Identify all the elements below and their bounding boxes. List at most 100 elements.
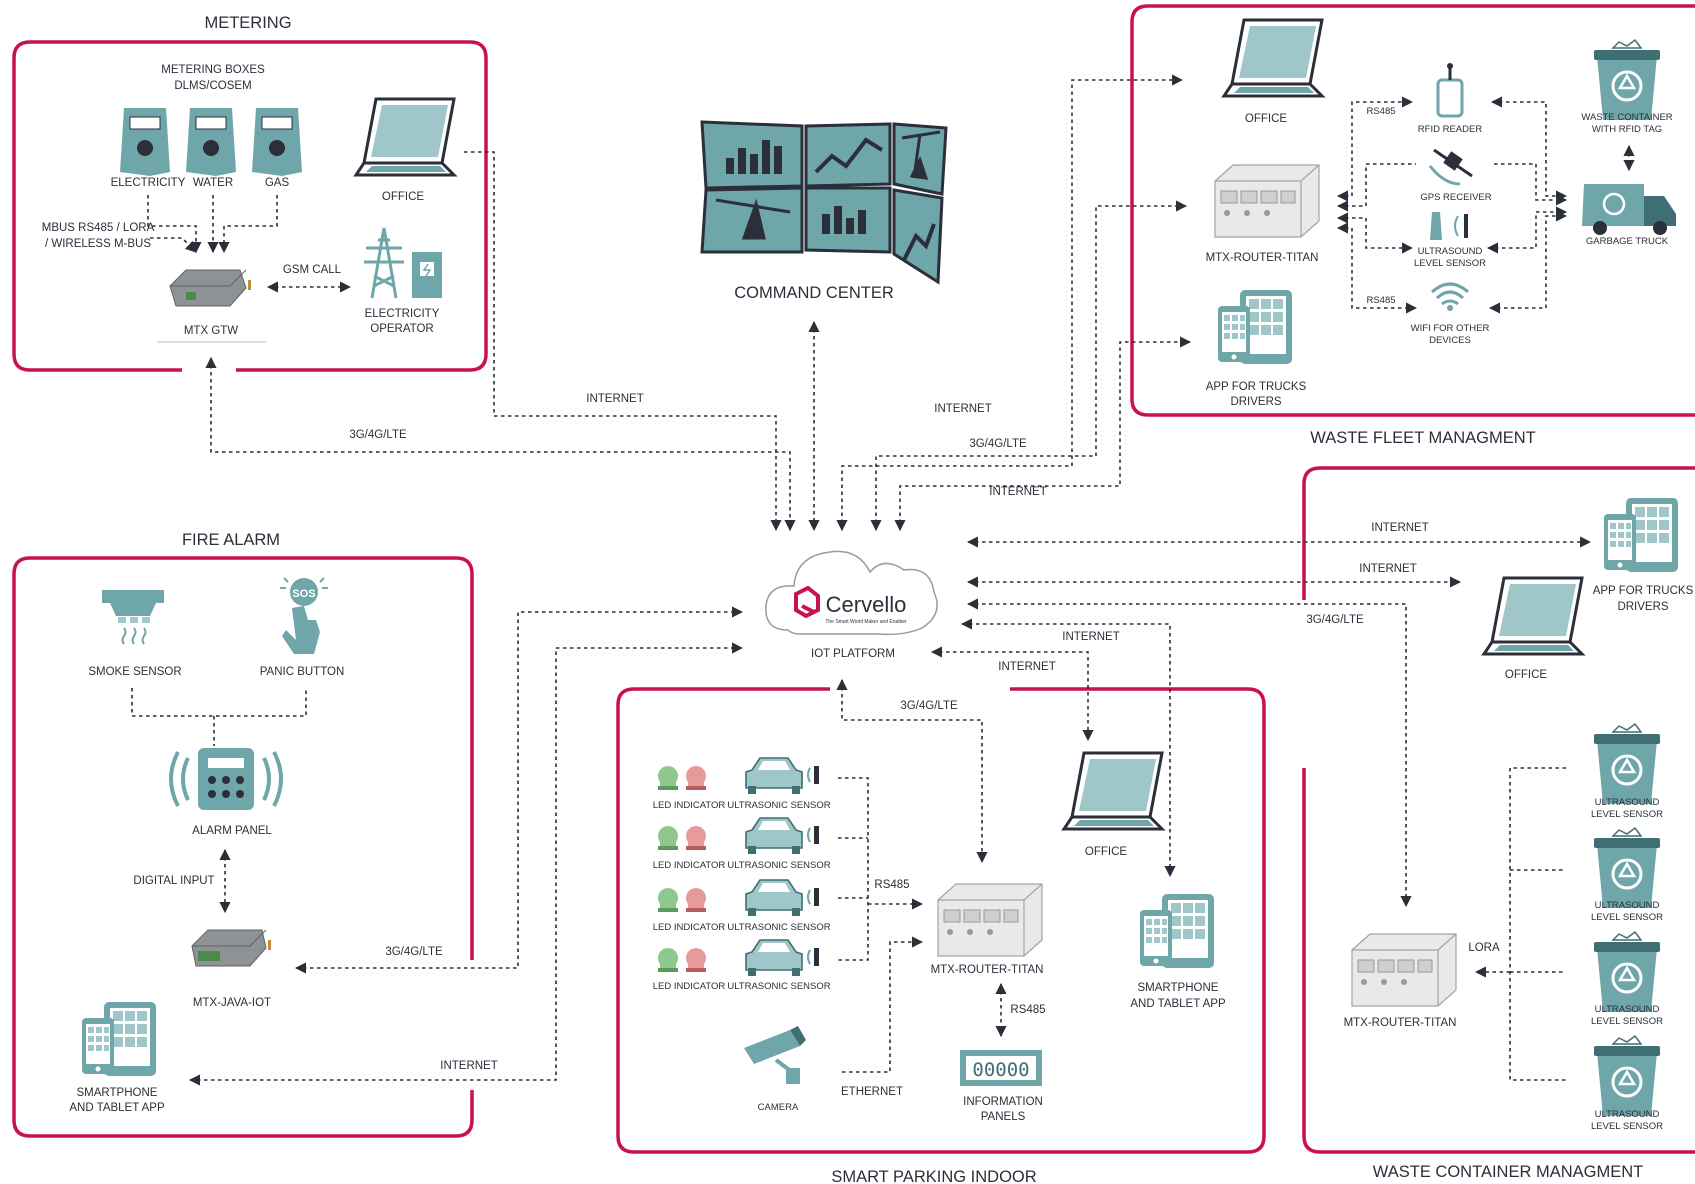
wifi-label-2: DEVICES bbox=[1429, 335, 1471, 346]
section-title-command-center: COMMAND CENTER bbox=[734, 284, 894, 302]
fleet-ultrasound-label-1: ULTRASOUND bbox=[1418, 246, 1483, 257]
parking-sensors-rs485-connector bbox=[838, 777, 922, 961]
fire-alarm-app-label-2: AND TABLET APP bbox=[69, 1102, 165, 1114]
electricity-meter-icon bbox=[120, 108, 170, 176]
information-panel-icon bbox=[960, 1050, 1042, 1086]
ethernet-label: ETHERNET bbox=[841, 1086, 903, 1098]
parking-router-cellular-label: 3G/4G/LTE bbox=[900, 700, 958, 712]
container-office-laptop-icon bbox=[1482, 576, 1584, 656]
fleet-rs485-top-label: RS485 bbox=[1366, 106, 1395, 117]
parking-app-internet-label: INTERNET bbox=[1062, 631, 1120, 643]
ultrasonic-car-icon bbox=[745, 879, 820, 917]
waste-container-rfid-bin-icon bbox=[1592, 38, 1662, 122]
ethernet-connector bbox=[842, 936, 924, 1073]
section-title-fire-alarm: FIRE ALARM bbox=[182, 531, 280, 549]
parking-row-1: LED INDICATOR ULTRASONIC SENSOR bbox=[653, 757, 831, 811]
electricity-operator-label-2: OPERATOR bbox=[370, 323, 433, 335]
metering-office-label: OFFICE bbox=[382, 191, 424, 203]
section-title-smart-parking: SMART PARKING INDOOR bbox=[831, 1168, 1036, 1184]
wifi-to-truck-connector bbox=[1488, 210, 1568, 314]
waste-container-rfid-label-1: WASTE CONTAINER bbox=[1581, 112, 1672, 123]
container-router-icon bbox=[1351, 933, 1457, 1007]
led-indicator-label: LED INDICATOR bbox=[653, 860, 726, 871]
section-title-waste-container: WASTE CONTAINER MANAGMENT bbox=[1373, 1163, 1643, 1181]
parking-office-laptop-icon bbox=[1062, 751, 1164, 831]
fleet-router-cellular-label: 3G/4G/LTE bbox=[969, 438, 1027, 450]
waste-fleet-app-label-2: DRIVERS bbox=[1230, 396, 1281, 408]
mtx-gtw-label: MTX GTW bbox=[184, 325, 238, 337]
level-sensor-bin-1-icon bbox=[1592, 722, 1662, 806]
fire-alarm-frame bbox=[12, 556, 474, 1138]
parking-row-2: LED INDICATOR ULTRASONIC SENSOR bbox=[653, 817, 831, 871]
gps-receiver-label: GPS RECEIVER bbox=[1420, 192, 1491, 203]
electricity-operator-icon bbox=[364, 227, 442, 299]
container-app-label-2: DRIVERS bbox=[1617, 601, 1668, 613]
level-sensor-1-label-1: ULTRASOUND bbox=[1595, 797, 1660, 808]
metering-gtw-cellular-link bbox=[205, 356, 796, 532]
router-to-wifi-connector bbox=[1336, 222, 1418, 314]
mbus-connector bbox=[150, 237, 197, 253]
garbage-truck-label: GARBAGE TRUCK bbox=[1586, 236, 1669, 247]
alarm-panel-label: ALARM PANEL bbox=[192, 825, 272, 837]
information-panels-label-1: INFORMATION bbox=[963, 1096, 1043, 1108]
mtx-java-iot-device-icon bbox=[191, 929, 271, 967]
level-sensor-3-label-1: ULTRASOUND bbox=[1595, 1004, 1660, 1015]
camera-icon bbox=[744, 1026, 806, 1084]
ultrasonic-car-icon bbox=[745, 757, 820, 795]
level-sensor-bin-4-icon bbox=[1592, 1034, 1662, 1118]
ultrasonic-sensor-label: ULTRASONIC SENSOR bbox=[727, 981, 830, 992]
gas-meter-connector bbox=[218, 195, 278, 254]
gas-meter-label: GAS bbox=[265, 177, 290, 189]
cervello-cloud-icon bbox=[765, 550, 938, 636]
waste-fleet-app-tablet-icon bbox=[1218, 290, 1292, 364]
gps-to-truck-connector bbox=[1494, 163, 1568, 206]
metering-office-laptop-icon bbox=[354, 97, 456, 177]
metering-cellular-label: 3G/4G/LTE bbox=[349, 429, 407, 441]
led-indicator-icon bbox=[658, 888, 706, 912]
waste-fleet-office-label: OFFICE bbox=[1245, 113, 1287, 125]
fleet-ultrasound-label-2: LEVEL SENSOR bbox=[1414, 258, 1486, 269]
parking-app-label-1: SMARTPHONE bbox=[1138, 982, 1219, 994]
ultrasonic-sensor-label: ULTRASONIC SENSOR bbox=[727, 800, 830, 811]
container-office-label: OFFICE bbox=[1505, 669, 1547, 681]
level-sensor-2-label-2: LEVEL SENSOR bbox=[1591, 912, 1663, 923]
parking-app-tablet-icon bbox=[1140, 894, 1214, 968]
cervello-tagline: The Smart World Maker and Enabler bbox=[825, 619, 907, 625]
fire-alarm-app-tablet-icon bbox=[82, 1002, 156, 1076]
parking-office-label: OFFICE bbox=[1085, 846, 1127, 858]
cervello-brand: Cervello bbox=[826, 592, 907, 617]
rfid-reader-icon bbox=[1436, 63, 1464, 118]
rfid-to-truck-connector bbox=[1490, 96, 1568, 202]
router-to-rfid-connector bbox=[1336, 96, 1414, 202]
panic-button-label: PANIC BUTTON bbox=[260, 666, 345, 678]
water-meter-icon bbox=[186, 108, 236, 176]
fire-app-internet-link bbox=[188, 642, 744, 1086]
svg-text:SOS: SOS bbox=[292, 588, 315, 600]
mbus-protocol-label-2: / WIRELESS M-BUS bbox=[45, 238, 151, 250]
level-sensor-2-label-1: ULTRASOUND bbox=[1595, 900, 1660, 911]
digital-input-label: DIGITAL INPUT bbox=[133, 875, 214, 887]
container-app-label-1: APP FOR TRUCKS bbox=[1593, 585, 1694, 597]
gsm-call-label: GSM CALL bbox=[283, 264, 342, 276]
water-meter-label: WATER bbox=[193, 177, 233, 189]
fleet-office-internet-label: INTERNET bbox=[934, 403, 992, 415]
wifi-icon bbox=[1431, 282, 1469, 311]
lora-label: LORA bbox=[1468, 942, 1500, 954]
level-sensor-bin-3-icon bbox=[1592, 930, 1662, 1014]
information-panel-digits: 00000 bbox=[972, 1059, 1029, 1081]
ultrasonic-sensor-label: ULTRASONIC SENSOR bbox=[727, 860, 830, 871]
waste-container-frame bbox=[1302, 466, 1695, 1154]
rfid-reader-label: RFID READER bbox=[1418, 124, 1483, 135]
led-indicator-label: LED INDICATOR bbox=[653, 981, 726, 992]
wifi-label-1: WIFI FOR OTHER bbox=[1411, 323, 1490, 334]
electricity-meter-label: ELECTRICITY bbox=[111, 177, 186, 189]
panic-button-icon: SOS bbox=[280, 577, 328, 654]
fleet-app-internet-label: INTERNET bbox=[989, 486, 1047, 498]
metering-internet-label: INTERNET bbox=[586, 393, 644, 405]
smoke-sensor-icon bbox=[102, 590, 164, 645]
parking-app-internet-link bbox=[960, 618, 1176, 878]
ultrasonic-car-icon bbox=[745, 817, 820, 855]
led-indicator-label: LED INDICATOR bbox=[653, 922, 726, 933]
metering-boxes-title: METERING BOXES bbox=[161, 64, 265, 76]
